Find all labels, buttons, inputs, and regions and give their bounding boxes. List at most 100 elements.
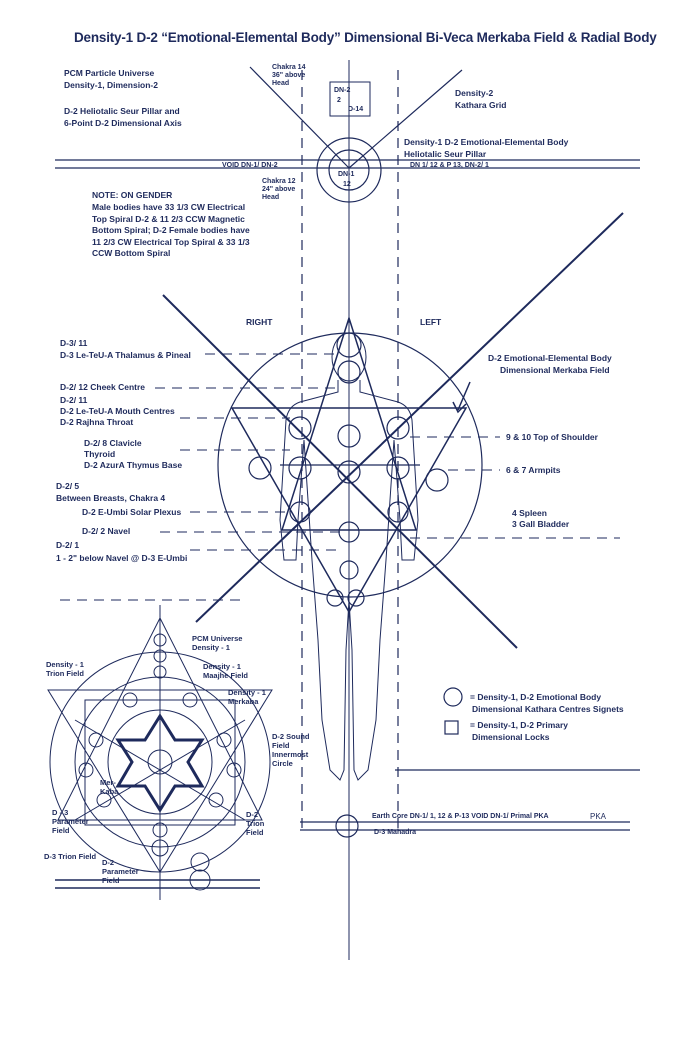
merkaba-arrowhead <box>452 401 467 414</box>
kathara-centre <box>339 560 359 580</box>
head-box-number: 2 <box>337 97 341 104</box>
kathara-centre <box>425 468 449 492</box>
pcm-universe-label: PCM Universe <box>192 634 243 643</box>
d3-trion-field-label: D-3 Trion Field <box>44 852 97 861</box>
legend-circle-label-b: Dimensional Kathara Centres Signets <box>472 704 624 714</box>
legend-square-label-b: Dimensional Locks <box>472 732 550 742</box>
head-box-dn: DN-2 <box>334 87 351 94</box>
left-side-label: LEFT <box>420 317 442 327</box>
merkaba-field-subtitle: Dimensional Merkaba Field <box>500 365 610 375</box>
chakra12-number: 12 <box>343 181 351 188</box>
gall-bladder-label: 3 Gall Bladder <box>512 519 570 529</box>
maajhe-field-label: Maajhe Field <box>203 671 249 680</box>
mahadra-label: D-3 Mahadra <box>374 829 417 836</box>
kathara-centre <box>288 416 312 440</box>
merkaba-inset <box>47 605 273 900</box>
emotional-body-label: Density-1 D-2 Emotional-Elemental Body <box>404 137 569 147</box>
navel-label: D-2/ 2 Navel <box>82 526 131 536</box>
d2-trion-label-b: Trion <box>246 819 265 828</box>
d2-5-label: D-2/ 5 <box>56 481 80 491</box>
clavicle-label: D-2/ 8 Clavicle <box>84 438 142 448</box>
sound-circle-label: Circle <box>272 759 293 768</box>
d3-parameter-label-c: Field <box>52 826 70 835</box>
pcm-particle-universe-label: PCM Particle Universe <box>64 68 155 78</box>
kathara-centre <box>337 460 361 484</box>
gender-note-title: NOTE: ON GENDER <box>92 190 173 200</box>
gender-note-body: Male bodies have 33 1/3 CW Electrical To… <box>92 202 250 258</box>
density2-label: Density-2 <box>455 88 494 98</box>
cheek-centre-label: D-2/ 12 Cheek Centre <box>60 382 146 392</box>
kathara-centre <box>347 589 365 607</box>
left-leader-lines <box>60 353 340 601</box>
d2-parameter-label-b: Parameter <box>102 867 139 876</box>
right-leader-lines <box>410 436 620 539</box>
mer-label: Mer- <box>100 778 116 787</box>
chakra12-dn: DN-1 <box>338 171 355 178</box>
page-title: Density-1 D-2 “Emotional-Elemental Body”… <box>74 30 657 45</box>
kaba-label: Kaba <box>100 787 119 796</box>
chakra14-head: Head <box>272 80 290 87</box>
six-point-axis-label: 6-Point D-2 Dimensional Axis <box>64 118 182 128</box>
head-kathara-box <box>329 81 371 117</box>
chakra12-head: Head <box>262 194 280 201</box>
armpits-label: 6 & 7 Armpits <box>506 465 561 475</box>
chakra12-label: Chakra 12 <box>262 178 296 185</box>
spleen-label: 4 Spleen <box>512 508 547 518</box>
right-side-label: RIGHT <box>246 317 273 327</box>
sound-field-label: D-2 Sound <box>272 732 310 741</box>
pka-handwritten: PKA <box>590 812 607 821</box>
mouth-centres-label: D-2 Le-TeU-A Mouth Centres <box>60 406 175 416</box>
d2-trion-label: D-2 <box>246 810 259 819</box>
legend-square-label: = Density-1, D-2 Primary <box>470 720 569 730</box>
chakra12-distance: 24" above <box>262 186 296 193</box>
kathara-centre <box>386 456 410 480</box>
dn-p13-label: DN 1/ 12 & P 13, DN-2/ 1 <box>410 162 489 169</box>
kathara-centre <box>387 501 409 523</box>
kathara-centre <box>248 456 272 480</box>
d2-1-label: D-2/ 1 <box>56 540 80 550</box>
d3-parameter-label: D - 3 <box>52 808 69 817</box>
thyroid-label: Thyroid <box>84 449 116 459</box>
trion-field-label: Trion Field <box>46 669 84 678</box>
kathara-centre <box>289 501 311 523</box>
merkaba-arrow <box>457 381 471 411</box>
d3-11-label: D-3/ 11 <box>60 338 88 348</box>
sound-field-label-b: Field <box>272 741 290 750</box>
below-navel-label: 1 - 2" below Navel @ D-3 E-Umbi <box>56 553 188 563</box>
chakra14-distance: 36" above <box>272 72 306 79</box>
human-body-outline <box>279 332 419 781</box>
pcm-density-label: Density - 1 <box>192 643 230 652</box>
big-x-line-b <box>195 212 624 623</box>
v-line-left <box>249 66 350 169</box>
heliotalic-pillar-label: D-2 Heliotalic Seur Pillar and <box>64 106 180 116</box>
merkaba-density-label: Density - 1 <box>228 688 266 697</box>
heliotalic-seur-pillar-label: Heliotalic Seur Pillar <box>404 149 487 159</box>
d2-11-label: D-2/ 11 <box>60 395 88 405</box>
rajhna-throat-label: D-2 Rajhna Throat <box>60 417 134 427</box>
sound-innermost-label: Innermost <box>272 750 309 759</box>
tetra-up <box>280 315 418 531</box>
merkaba-field-title: D-2 Emotional-Elemental Body <box>488 353 612 363</box>
void-dn-label: VOID DN-1/ DN-2 <box>222 162 278 169</box>
legend-square-icon <box>444 720 459 735</box>
merkaba-label: Merkaba <box>228 697 259 706</box>
solar-plexus-label: D-2 E-Umbi Solar Plexus <box>82 507 182 517</box>
kathara-centre <box>288 456 312 480</box>
d2-parameter-label-c: Field <box>102 876 120 885</box>
breasts-label: Between Breasts, Chakra 4 <box>56 493 166 503</box>
thalamus-label: D-3 Le-TeU-A Thalamus & Pineal <box>60 350 191 360</box>
kathara-centre <box>337 360 361 384</box>
thymus-label: D-2 AzurA Thymus Base <box>84 460 183 470</box>
trion-density-label: Density - 1 <box>46 660 84 669</box>
legend-circle-label: = Density-1, D-2 Emotional Body <box>470 692 602 702</box>
d2-trion-label-c: Field <box>246 828 264 837</box>
d3-parameter-label-b: Parameter <box>52 817 89 826</box>
earth-core-circle <box>335 814 359 838</box>
chakra12-inner-circle <box>328 149 370 191</box>
kathara-centre <box>326 589 344 607</box>
density-dimension-label: Density-1, Dimension-2 <box>64 80 158 90</box>
maajhe-density-label: Density - 1 <box>203 662 241 671</box>
kathara-grid-label: Kathara Grid <box>455 100 507 110</box>
